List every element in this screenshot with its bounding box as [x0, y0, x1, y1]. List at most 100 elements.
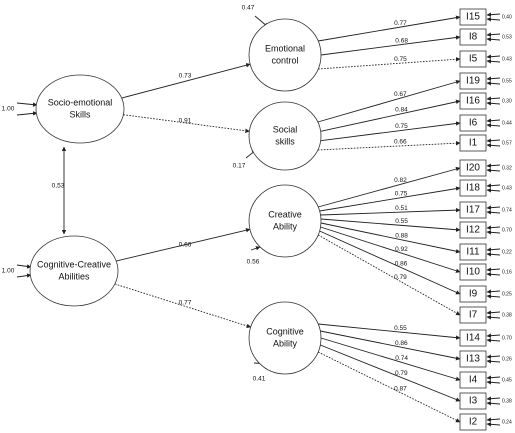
- loading-path-i6: [320, 121, 461, 142]
- variance-arrow: [16, 111, 38, 116]
- error-arrow: [486, 267, 501, 272]
- item-label: I11: [466, 247, 480, 258]
- error-arrow: [486, 210, 501, 215]
- variance-arrow: [16, 102, 38, 107]
- item-box-i7: [459, 306, 487, 324]
- loading-coefficient: 0.68: [395, 37, 408, 44]
- loading-coefficient: 0.75: [394, 56, 407, 63]
- latent-factor-label: Abilities: [58, 271, 90, 281]
- loading-path-i16: [320, 99, 461, 132]
- error-arrow: [486, 205, 501, 210]
- loading-coefficient: 0.55: [394, 325, 407, 332]
- error-arrow: [486, 338, 501, 343]
- path-coefficient: 0.91: [179, 118, 192, 125]
- variance-arrow: [16, 273, 32, 278]
- error-arrow: [486, 375, 501, 380]
- loading-coefficient: 0.77: [394, 20, 407, 27]
- path-socio-to-social: [123, 114, 250, 134]
- path-coefficient: 0.77: [179, 300, 192, 307]
- subfactor-label: Emotional: [265, 43, 305, 53]
- path-coefficient: 0.66: [179, 242, 192, 249]
- error-arrow: [486, 96, 501, 101]
- residual-label: 0.56: [247, 259, 260, 266]
- error-arrow: [486, 143, 501, 148]
- item-box-i4: [459, 371, 487, 389]
- subfactor-label: Cognitive: [266, 326, 304, 336]
- item-box-i8: [459, 28, 487, 46]
- error-arrow: [486, 59, 501, 64]
- loading-path-i4: [320, 337, 461, 381]
- error-arrow: [486, 168, 501, 173]
- loading-coefficient: 0.88: [395, 233, 408, 240]
- loading-path-i5: [318, 57, 461, 70]
- error-arrow: [486, 183, 501, 188]
- item-label: I13: [466, 354, 480, 365]
- item-box-i19: [459, 72, 487, 90]
- loading-path-i7: [317, 234, 461, 316]
- item-label: I19: [466, 76, 480, 87]
- item-box-i11: [459, 243, 487, 261]
- item-label: I16: [466, 96, 480, 107]
- error-arrow: [486, 138, 501, 143]
- error-arrow: [486, 310, 501, 315]
- item-box-i12: [459, 221, 487, 239]
- item-box-i9: [459, 285, 487, 303]
- item-label: I2: [469, 417, 478, 428]
- loading-coefficient: 0.79: [394, 274, 407, 281]
- loading-path-i17: [320, 207, 461, 216]
- error-arrow: [486, 230, 501, 235]
- item-box-i5: [459, 50, 487, 68]
- item-label: I12: [466, 225, 480, 236]
- item-label: I7: [469, 310, 478, 321]
- variance-label: 1.00: [2, 106, 15, 113]
- error-arrow: [486, 315, 501, 320]
- loading-coefficient: 0.51: [395, 205, 408, 212]
- error-variance-label: 0.43: [502, 185, 512, 191]
- error-variance-label: 0.53: [502, 34, 512, 40]
- item-box-i3: [459, 392, 487, 410]
- loading-path-i13: [320, 330, 461, 361]
- loading-path-i8: [320, 35, 461, 56]
- error-arrow: [486, 396, 501, 401]
- loading-coefficient: 0.92: [395, 246, 408, 253]
- error-variance-label: 0.24: [502, 419, 512, 425]
- loading-coefficient: 0.74: [395, 355, 408, 362]
- item-label: I5: [469, 54, 478, 65]
- item-label: I6: [469, 118, 478, 129]
- path-coefficient: 0.73: [179, 73, 192, 80]
- error-variance-label: 0.22: [502, 249, 512, 255]
- latent-factor-label: Cognitive-Creative: [37, 259, 111, 269]
- loading-path-i1: [317, 140, 461, 151]
- residual-label: 0.17: [233, 163, 246, 170]
- item-label: I15: [466, 12, 480, 23]
- loading-path-i11: [320, 222, 461, 254]
- residual-arrow: [250, 246, 261, 251]
- error-variance-label: 0.16: [502, 269, 512, 275]
- error-arrow: [486, 417, 501, 422]
- item-box-i14: [459, 329, 487, 347]
- error-variance-label: 0.55: [502, 78, 512, 84]
- latent-factor-label: Skills: [69, 109, 91, 119]
- item-label: I20: [466, 163, 480, 174]
- loading-path-i19: [317, 79, 461, 123]
- error-arrow: [486, 32, 501, 37]
- error-arrow: [486, 118, 501, 123]
- subfactor-label: Ability: [273, 221, 298, 231]
- subfactor-cogability: [248, 301, 322, 375]
- loading-coefficient: 0.66: [394, 139, 407, 146]
- subfactor-social: [248, 101, 322, 171]
- loading-path-i15: [318, 15, 461, 42]
- residual-label: 0.41: [253, 376, 266, 383]
- loading-coefficient: 0.67: [394, 91, 407, 98]
- item-box-i15: [459, 8, 487, 26]
- subfactor-label: Ability: [273, 338, 298, 348]
- loading-path-i9: [319, 230, 461, 295]
- item-box-i20: [459, 159, 487, 177]
- subfactor-label: Social: [273, 124, 298, 134]
- loading-path-i20: [318, 166, 461, 208]
- subfactor-label: Creative: [268, 209, 302, 219]
- item-label: I10: [466, 267, 480, 278]
- error-variance-label: 0.74: [502, 207, 512, 213]
- item-box-i10: [459, 263, 487, 281]
- error-arrow: [486, 380, 501, 385]
